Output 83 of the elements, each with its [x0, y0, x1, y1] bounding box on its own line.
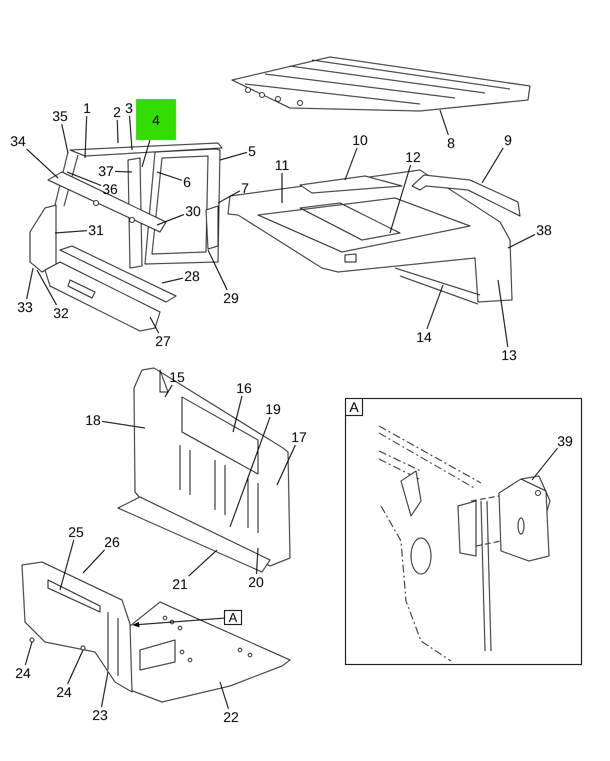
leader-line: [230, 416, 271, 528]
leader-line: [82, 550, 106, 574]
leader-line: [114, 170, 132, 172]
back-panel-drawing: [118, 368, 290, 572]
callout-number: 39: [556, 433, 574, 449]
leader-line: [156, 172, 182, 181]
callout-number: 32: [52, 305, 70, 321]
callout-number: 27: [154, 333, 172, 349]
leader-line: [150, 316, 160, 334]
callout-number: 3: [124, 100, 134, 116]
leader-line: [66, 172, 102, 186]
callout-number: 12: [404, 149, 422, 165]
callout-number: 28: [183, 268, 201, 284]
callout-number: 33: [16, 299, 34, 315]
callout-number: 10: [351, 132, 369, 148]
leader-line: [60, 540, 74, 590]
leader-line: [482, 148, 504, 184]
callout-number: 6: [182, 174, 192, 190]
leader-line: [508, 234, 536, 248]
leader-line: [532, 448, 558, 480]
callout-number: 24: [55, 684, 73, 700]
callout-number: 13: [500, 347, 518, 363]
callout-number: 15: [168, 369, 186, 385]
leader-line: [156, 214, 184, 226]
leader-line: [67, 650, 84, 684]
callout-number: 38: [535, 222, 553, 238]
callout-number: 24: [14, 665, 32, 681]
callout-number: 23: [91, 707, 109, 723]
callout-number: 5: [247, 143, 257, 159]
callout-number: 18: [84, 412, 102, 428]
callout-number: 17: [290, 429, 308, 445]
leader-line: [24, 642, 32, 666]
leader-line: [54, 230, 88, 234]
callout-number: 1: [82, 100, 92, 116]
callout-number: 29: [222, 290, 240, 306]
leader-line: [276, 444, 296, 486]
callout-number: 36: [101, 181, 119, 197]
callout-number: 37: [97, 163, 115, 179]
callout-number: 2: [112, 104, 122, 120]
leader-line: [36, 270, 58, 306]
leader-line: [61, 124, 68, 154]
leader-line: [440, 110, 449, 136]
leader-line: [220, 152, 248, 160]
leader-line: [129, 116, 132, 150]
leader-line: [426, 284, 444, 330]
highlighted-callout-number: 4: [136, 99, 176, 140]
leader-line: [344, 148, 358, 180]
leader-line: [26, 148, 58, 178]
callout-number: 26: [103, 534, 121, 550]
leader-line: [188, 550, 218, 576]
leader-line: [84, 116, 88, 158]
leader-line: [162, 278, 184, 284]
leader-line: [220, 682, 229, 710]
callout-number: 20: [247, 574, 265, 590]
callout-number: 14: [415, 329, 433, 345]
leader-line: [498, 280, 508, 348]
callout-number: 25: [67, 524, 85, 540]
roof-panel-drawing: [232, 56, 530, 112]
leader-line: [232, 396, 242, 432]
callout-number: 31: [87, 222, 105, 238]
bracket-detail-drawing: [378, 426, 550, 662]
callout-number: 9: [503, 132, 513, 148]
callout-number: 22: [222, 709, 240, 725]
callout-number: 19: [264, 401, 282, 417]
leader-line: [164, 384, 173, 398]
callout-number: 21: [171, 576, 189, 592]
pointer-arrow: [132, 618, 224, 628]
leader-line: [218, 190, 240, 204]
leader-line: [116, 120, 118, 144]
leader-line: [142, 140, 150, 168]
callout-number: 16: [235, 380, 253, 396]
callout-number: 11: [273, 157, 291, 173]
leader-line: [208, 250, 228, 290]
callout-number: 34: [9, 133, 27, 149]
leader-line: [102, 420, 146, 428]
detail-view-frame: [345, 398, 582, 665]
callout-number: 8: [446, 135, 456, 151]
callout-number: 30: [184, 203, 202, 219]
callout-number: 35: [51, 108, 69, 124]
view-label: A: [346, 399, 363, 416]
callout-number: 7: [240, 180, 250, 196]
leader-line: [101, 672, 108, 708]
leader-line: [26, 268, 34, 300]
